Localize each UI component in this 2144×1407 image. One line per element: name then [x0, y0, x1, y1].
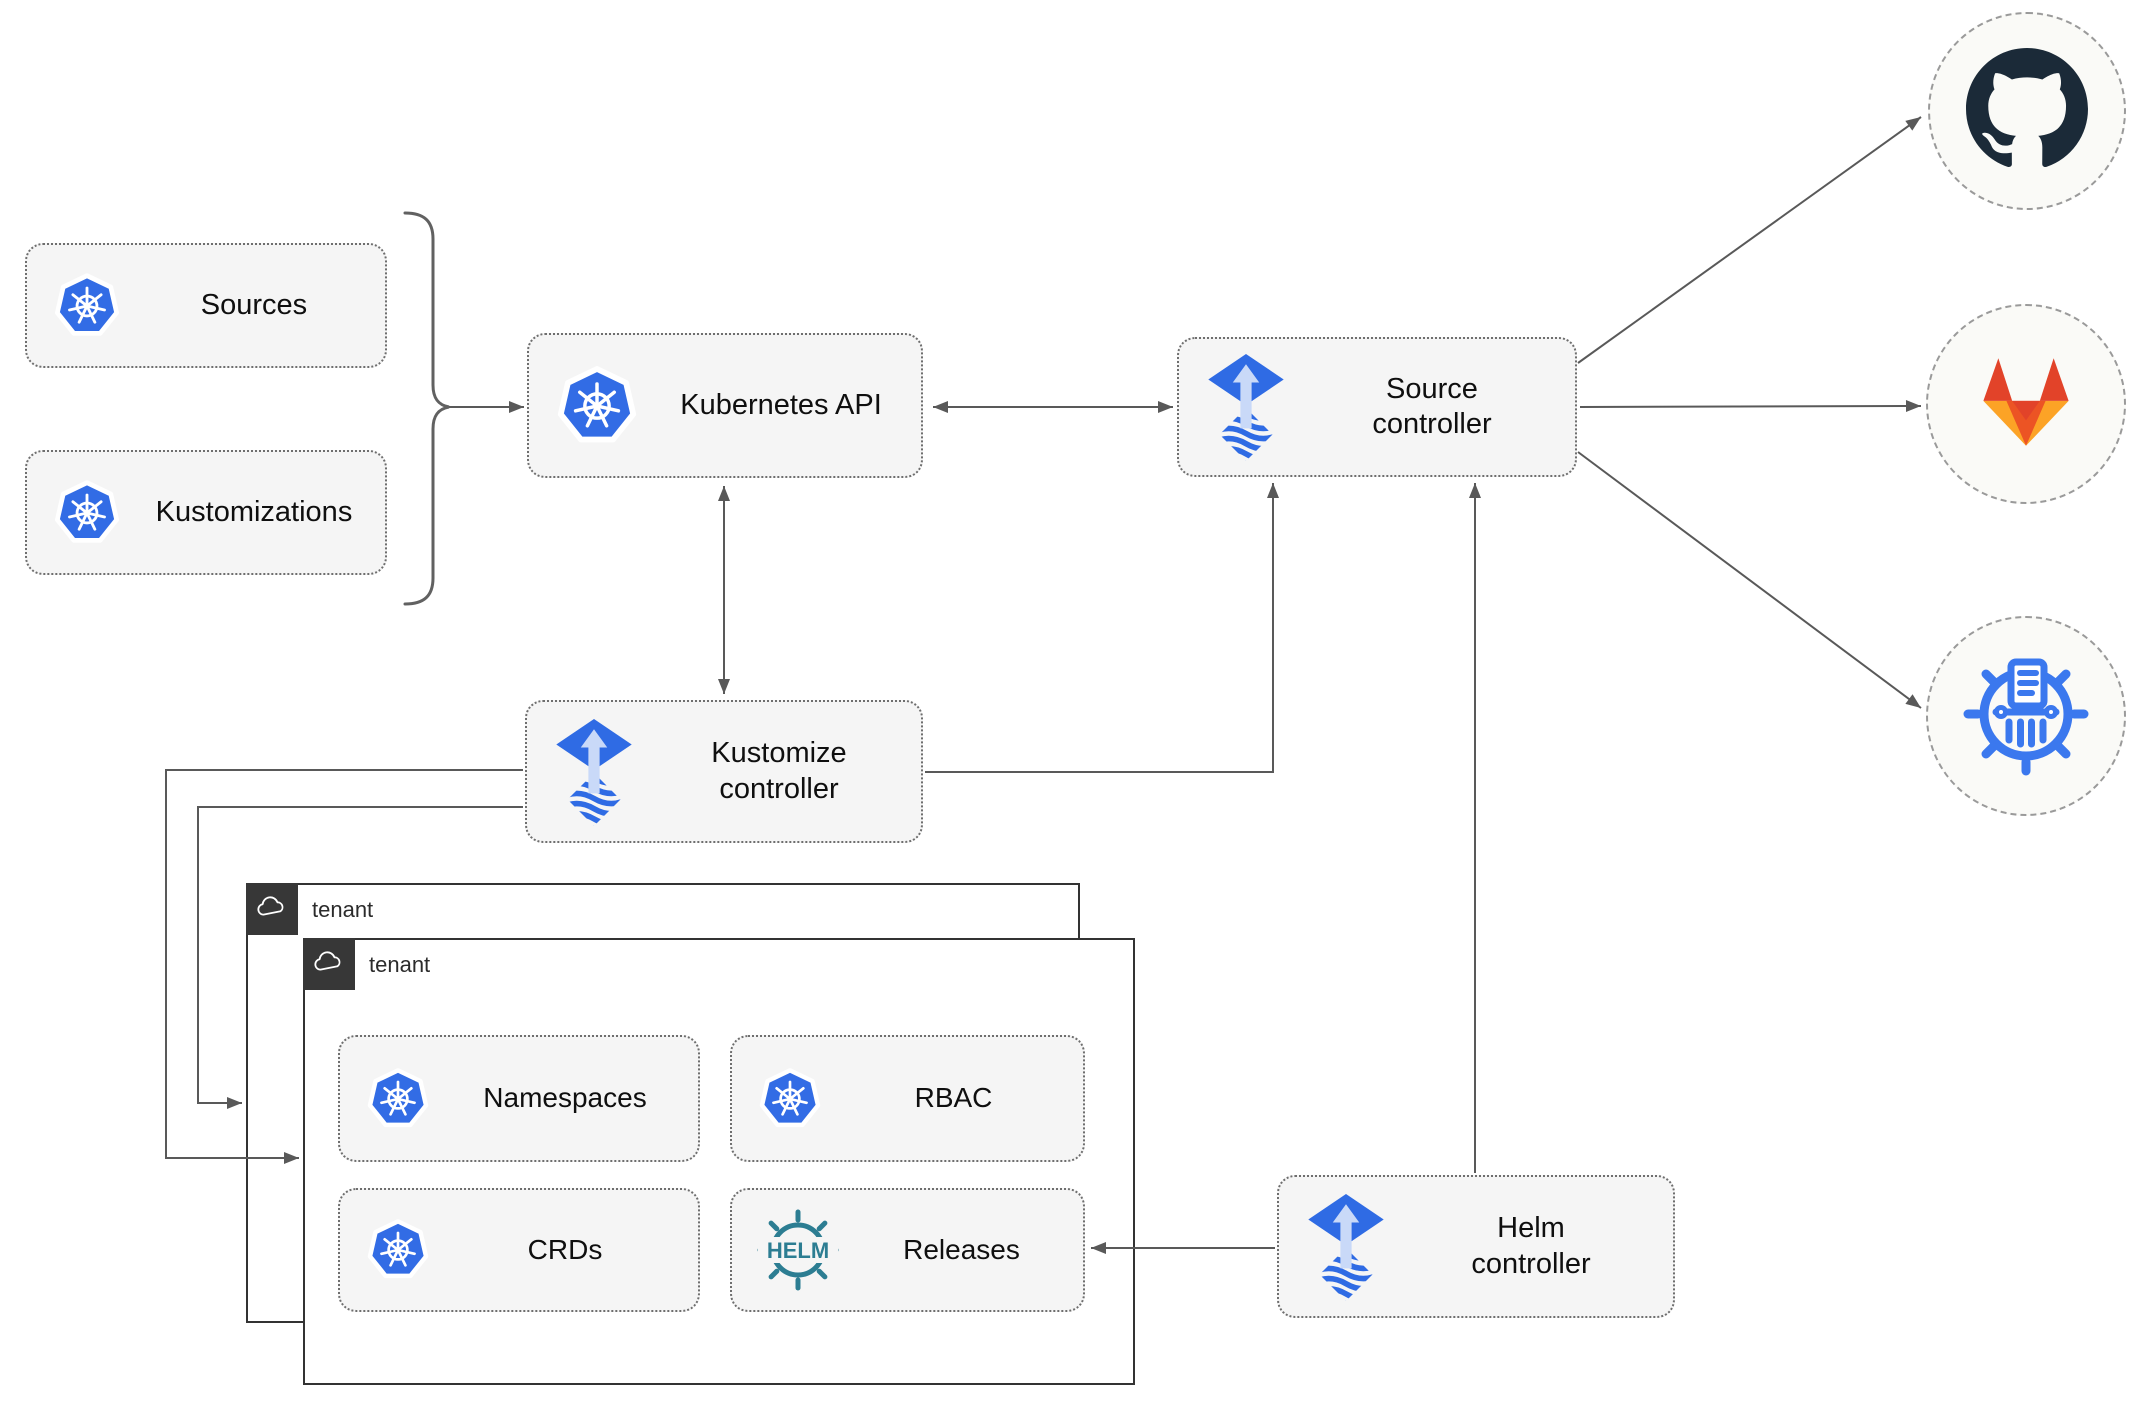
tenant-label: tenant — [369, 952, 431, 977]
gitlab-endpoint — [1926, 304, 2126, 504]
node-helm-controller: Helm controller — [1277, 1175, 1675, 1318]
kubernetes-icon — [756, 1065, 824, 1133]
bucket-storage-icon — [1926, 616, 2126, 816]
tenant-label: tenant — [312, 897, 374, 922]
cloud-icon — [312, 950, 346, 979]
gitlab-tanuki-icon — [1967, 349, 2085, 460]
bucket-storage-glyph — [1963, 651, 2089, 782]
github-endpoint — [1928, 12, 2126, 210]
kubernetes-icon — [364, 1216, 432, 1284]
node-rbac: RBAC — [730, 1035, 1085, 1162]
node-label: Sources — [200, 288, 308, 321]
node-label: Kubernetes API — [680, 388, 882, 421]
group-brace — [403, 211, 450, 606]
node-releases: HELM Releases — [730, 1188, 1085, 1312]
svg-text:HELM: HELM — [767, 1238, 829, 1263]
flux-controller-icon — [1203, 353, 1289, 461]
node-kubernetes-api: Kubernetes API — [527, 333, 923, 478]
node-label: Namespaces — [483, 1082, 647, 1114]
flux-controller-icon — [1303, 1193, 1389, 1301]
cloud-icon — [255, 895, 289, 924]
node-label: Releases — [903, 1233, 1020, 1265]
flux-controller-icon — [551, 718, 637, 826]
kubernetes-icon — [553, 362, 641, 450]
node-namespaces: Namespaces — [338, 1035, 700, 1162]
node-label: CRDs — [527, 1233, 603, 1265]
kubernetes-icon — [51, 270, 123, 342]
node-label: Source controller — [1372, 372, 1492, 440]
node-source-controller: Source controller — [1177, 337, 1577, 477]
kubernetes-icon — [364, 1065, 432, 1133]
node-kustomize-controller: Kustomize controller — [525, 700, 923, 843]
tenant-tab — [246, 883, 298, 935]
node-kustomizations: Kustomizations — [25, 450, 387, 575]
kubernetes-icon — [51, 477, 123, 549]
node-label: Helm controller — [1471, 1212, 1591, 1280]
node-label: Kustomize controller — [711, 737, 847, 805]
node-crds: CRDs — [338, 1188, 700, 1312]
helm-wheel-icon: HELM — [756, 1208, 840, 1292]
github-octocat-icon — [1966, 47, 2088, 175]
tenant-tab — [303, 938, 355, 990]
node-label: Kustomizations — [155, 495, 353, 528]
node-sources: Sources — [25, 243, 387, 368]
node-label: RBAC — [914, 1082, 993, 1114]
